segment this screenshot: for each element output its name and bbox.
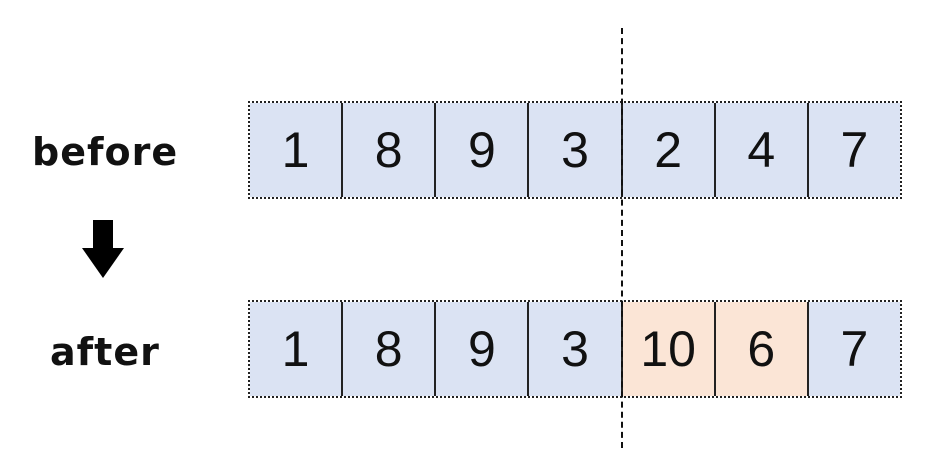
array-cell: 3 (529, 103, 623, 197)
array-cell: 1 (250, 302, 344, 396)
array-cell: 1 (250, 103, 344, 197)
array-cell: 4 (715, 103, 809, 197)
array-cell: 2 (622, 103, 716, 197)
arrow-down-icon (82, 220, 124, 280)
after-label: after (50, 330, 160, 374)
after-array: 1 8 9 3 10 6 7 (248, 300, 902, 398)
array-cell: 10 (622, 302, 716, 396)
before-array: 1 8 9 3 2 4 7 (248, 101, 902, 199)
before-label: before (32, 130, 179, 174)
array-cell: 3 (529, 302, 623, 396)
array-cell: 7 (808, 302, 900, 396)
array-cell: 6 (715, 302, 809, 396)
array-cell: 8 (343, 302, 437, 396)
array-cell: 9 (436, 302, 530, 396)
split-divider (621, 28, 623, 448)
array-cell: 9 (436, 103, 530, 197)
array-cell: 7 (808, 103, 900, 197)
array-cell: 8 (343, 103, 437, 197)
